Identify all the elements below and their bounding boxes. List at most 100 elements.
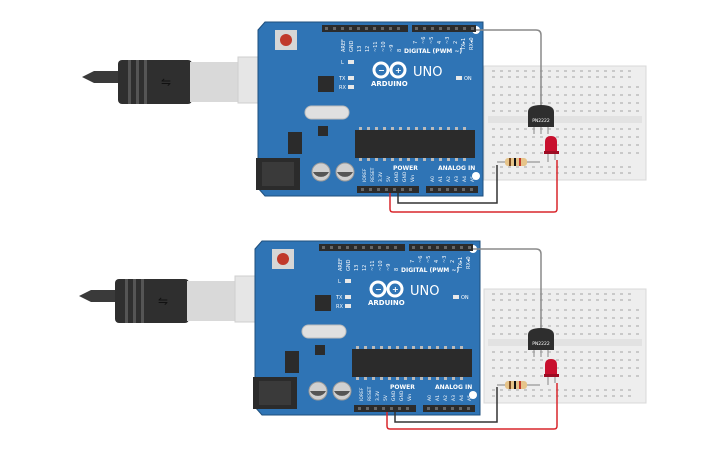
arduino-board[interactable]: AREF GND 13 12 ~11 ~10 ~9 8 7 ~6 ~5 4 ~3… xyxy=(256,21,484,197)
pin-label: A5 xyxy=(470,176,476,182)
pin-label: A1 xyxy=(435,395,441,401)
pin-label: GND xyxy=(346,259,352,271)
pin-label: 13 xyxy=(354,265,360,271)
crystal xyxy=(304,105,350,120)
led-tx xyxy=(345,295,351,299)
on-label: ON xyxy=(461,295,469,301)
reset-button[interactable] xyxy=(275,30,297,50)
brand-label: ARDUINO xyxy=(371,80,408,88)
pin-label: RESET xyxy=(367,386,373,401)
reset-button[interactable] xyxy=(272,249,294,269)
svg-text:⇋: ⇋ xyxy=(161,75,171,89)
model-label: UNO xyxy=(413,65,442,80)
pin-label: A4 xyxy=(462,176,468,182)
pin-label: TX▸1 xyxy=(461,38,467,51)
pin-label: 4 xyxy=(434,260,440,263)
pin-label: ~5 xyxy=(426,256,432,263)
digital-header-right xyxy=(412,25,476,32)
pin-label: 5V xyxy=(383,394,389,401)
arduino-logo-icon xyxy=(372,61,407,79)
wire-signal[interactable] xyxy=(473,248,542,339)
pin-label: A3 xyxy=(454,176,460,182)
pin-label: RX◂0 xyxy=(466,256,472,269)
microcontroller-chip xyxy=(355,130,475,158)
pin-label: Vin xyxy=(410,175,416,182)
wire-5v[interactable] xyxy=(386,383,558,430)
pin-label: GND xyxy=(349,40,355,52)
regulator xyxy=(285,351,299,373)
pin-label: 3.3V xyxy=(375,390,381,401)
resistor[interactable] xyxy=(497,158,540,166)
capacitor xyxy=(332,381,352,401)
pin-label: A4 xyxy=(459,395,465,401)
pin-label: ~9 xyxy=(386,264,392,271)
usb-chip xyxy=(315,295,331,311)
led-rx xyxy=(345,304,351,308)
pin-label: ~3 xyxy=(442,256,448,263)
pin-label: ~9 xyxy=(389,45,395,52)
regulator xyxy=(288,132,302,154)
microcontroller-chip xyxy=(352,349,472,377)
wire-ground[interactable] xyxy=(394,387,498,423)
pin-label: 12 xyxy=(362,265,368,271)
pin-label: 4 xyxy=(437,41,443,44)
power-label: POWER xyxy=(393,165,418,172)
wire-ground[interactable] xyxy=(397,165,498,204)
pin-label: ~6 xyxy=(418,256,424,263)
arduino-board[interactable]: AREF GND 13 12 ~11 ~10 ~9 8 7 ~6 ~5 4 ~3… xyxy=(253,240,481,416)
pin-label: 12 xyxy=(365,46,371,52)
pin-label: TX▸1 xyxy=(458,257,464,270)
pin-label: 2 xyxy=(450,260,456,263)
pin-label: 8 xyxy=(394,268,400,271)
led-rx xyxy=(348,85,354,89)
power-led xyxy=(453,295,459,299)
capacitor xyxy=(311,162,331,182)
pin-label: AREF xyxy=(338,258,344,271)
led-l xyxy=(345,279,351,283)
pin-label: GND xyxy=(402,171,408,182)
mounting-hole xyxy=(472,172,480,180)
pin-label: A0 xyxy=(430,176,436,182)
pin-label: 5V xyxy=(386,175,392,182)
analog-label: ANALOG IN xyxy=(435,384,472,391)
pin-label: ~3 xyxy=(445,37,451,44)
circuit-top: ⇋ AREF GND xyxy=(82,21,647,213)
pin-label: RX◂0 xyxy=(469,37,475,50)
capacitor xyxy=(308,381,328,401)
pin-label: A5 xyxy=(467,395,473,401)
digital-header-right xyxy=(409,244,473,251)
svg-text:+: + xyxy=(395,66,402,75)
transistor-label: PN2222 xyxy=(532,341,550,347)
wire-signal[interactable] xyxy=(476,29,542,116)
pin-label: A2 xyxy=(446,176,452,182)
crystal xyxy=(301,324,347,339)
mounting-hole xyxy=(469,391,477,399)
resistor[interactable] xyxy=(497,381,540,389)
svg-text:⇋: ⇋ xyxy=(158,294,168,308)
led[interactable] xyxy=(544,136,559,162)
on-label: ON xyxy=(464,76,472,82)
pin-label: GND xyxy=(391,390,397,401)
transistor[interactable]: PN2222 xyxy=(528,105,554,134)
breadboard[interactable] xyxy=(483,288,647,404)
pin-label: A2 xyxy=(443,395,449,401)
led-l-label: L xyxy=(338,279,341,285)
pin-label: Vin xyxy=(407,394,413,401)
wire-5v[interactable] xyxy=(389,160,558,213)
pin-label: 7 xyxy=(413,41,419,44)
transistor-label: PN2222 xyxy=(532,118,550,124)
led[interactable] xyxy=(544,359,559,385)
pin-label: 8 xyxy=(397,49,403,52)
svg-text:−: − xyxy=(378,66,385,75)
digital-label: DIGITAL (PWM ~) xyxy=(401,267,459,274)
power-led xyxy=(456,76,462,80)
pin-label: RESET xyxy=(370,167,376,182)
pin-label: IOREF xyxy=(359,387,365,401)
transistor[interactable]: PN2222 xyxy=(528,328,554,357)
pin-label: A1 xyxy=(438,176,444,182)
led-l xyxy=(348,60,354,64)
svg-text:−: − xyxy=(375,285,382,294)
pin-label: A3 xyxy=(451,395,457,401)
pin-label: 3.3V xyxy=(378,171,384,182)
